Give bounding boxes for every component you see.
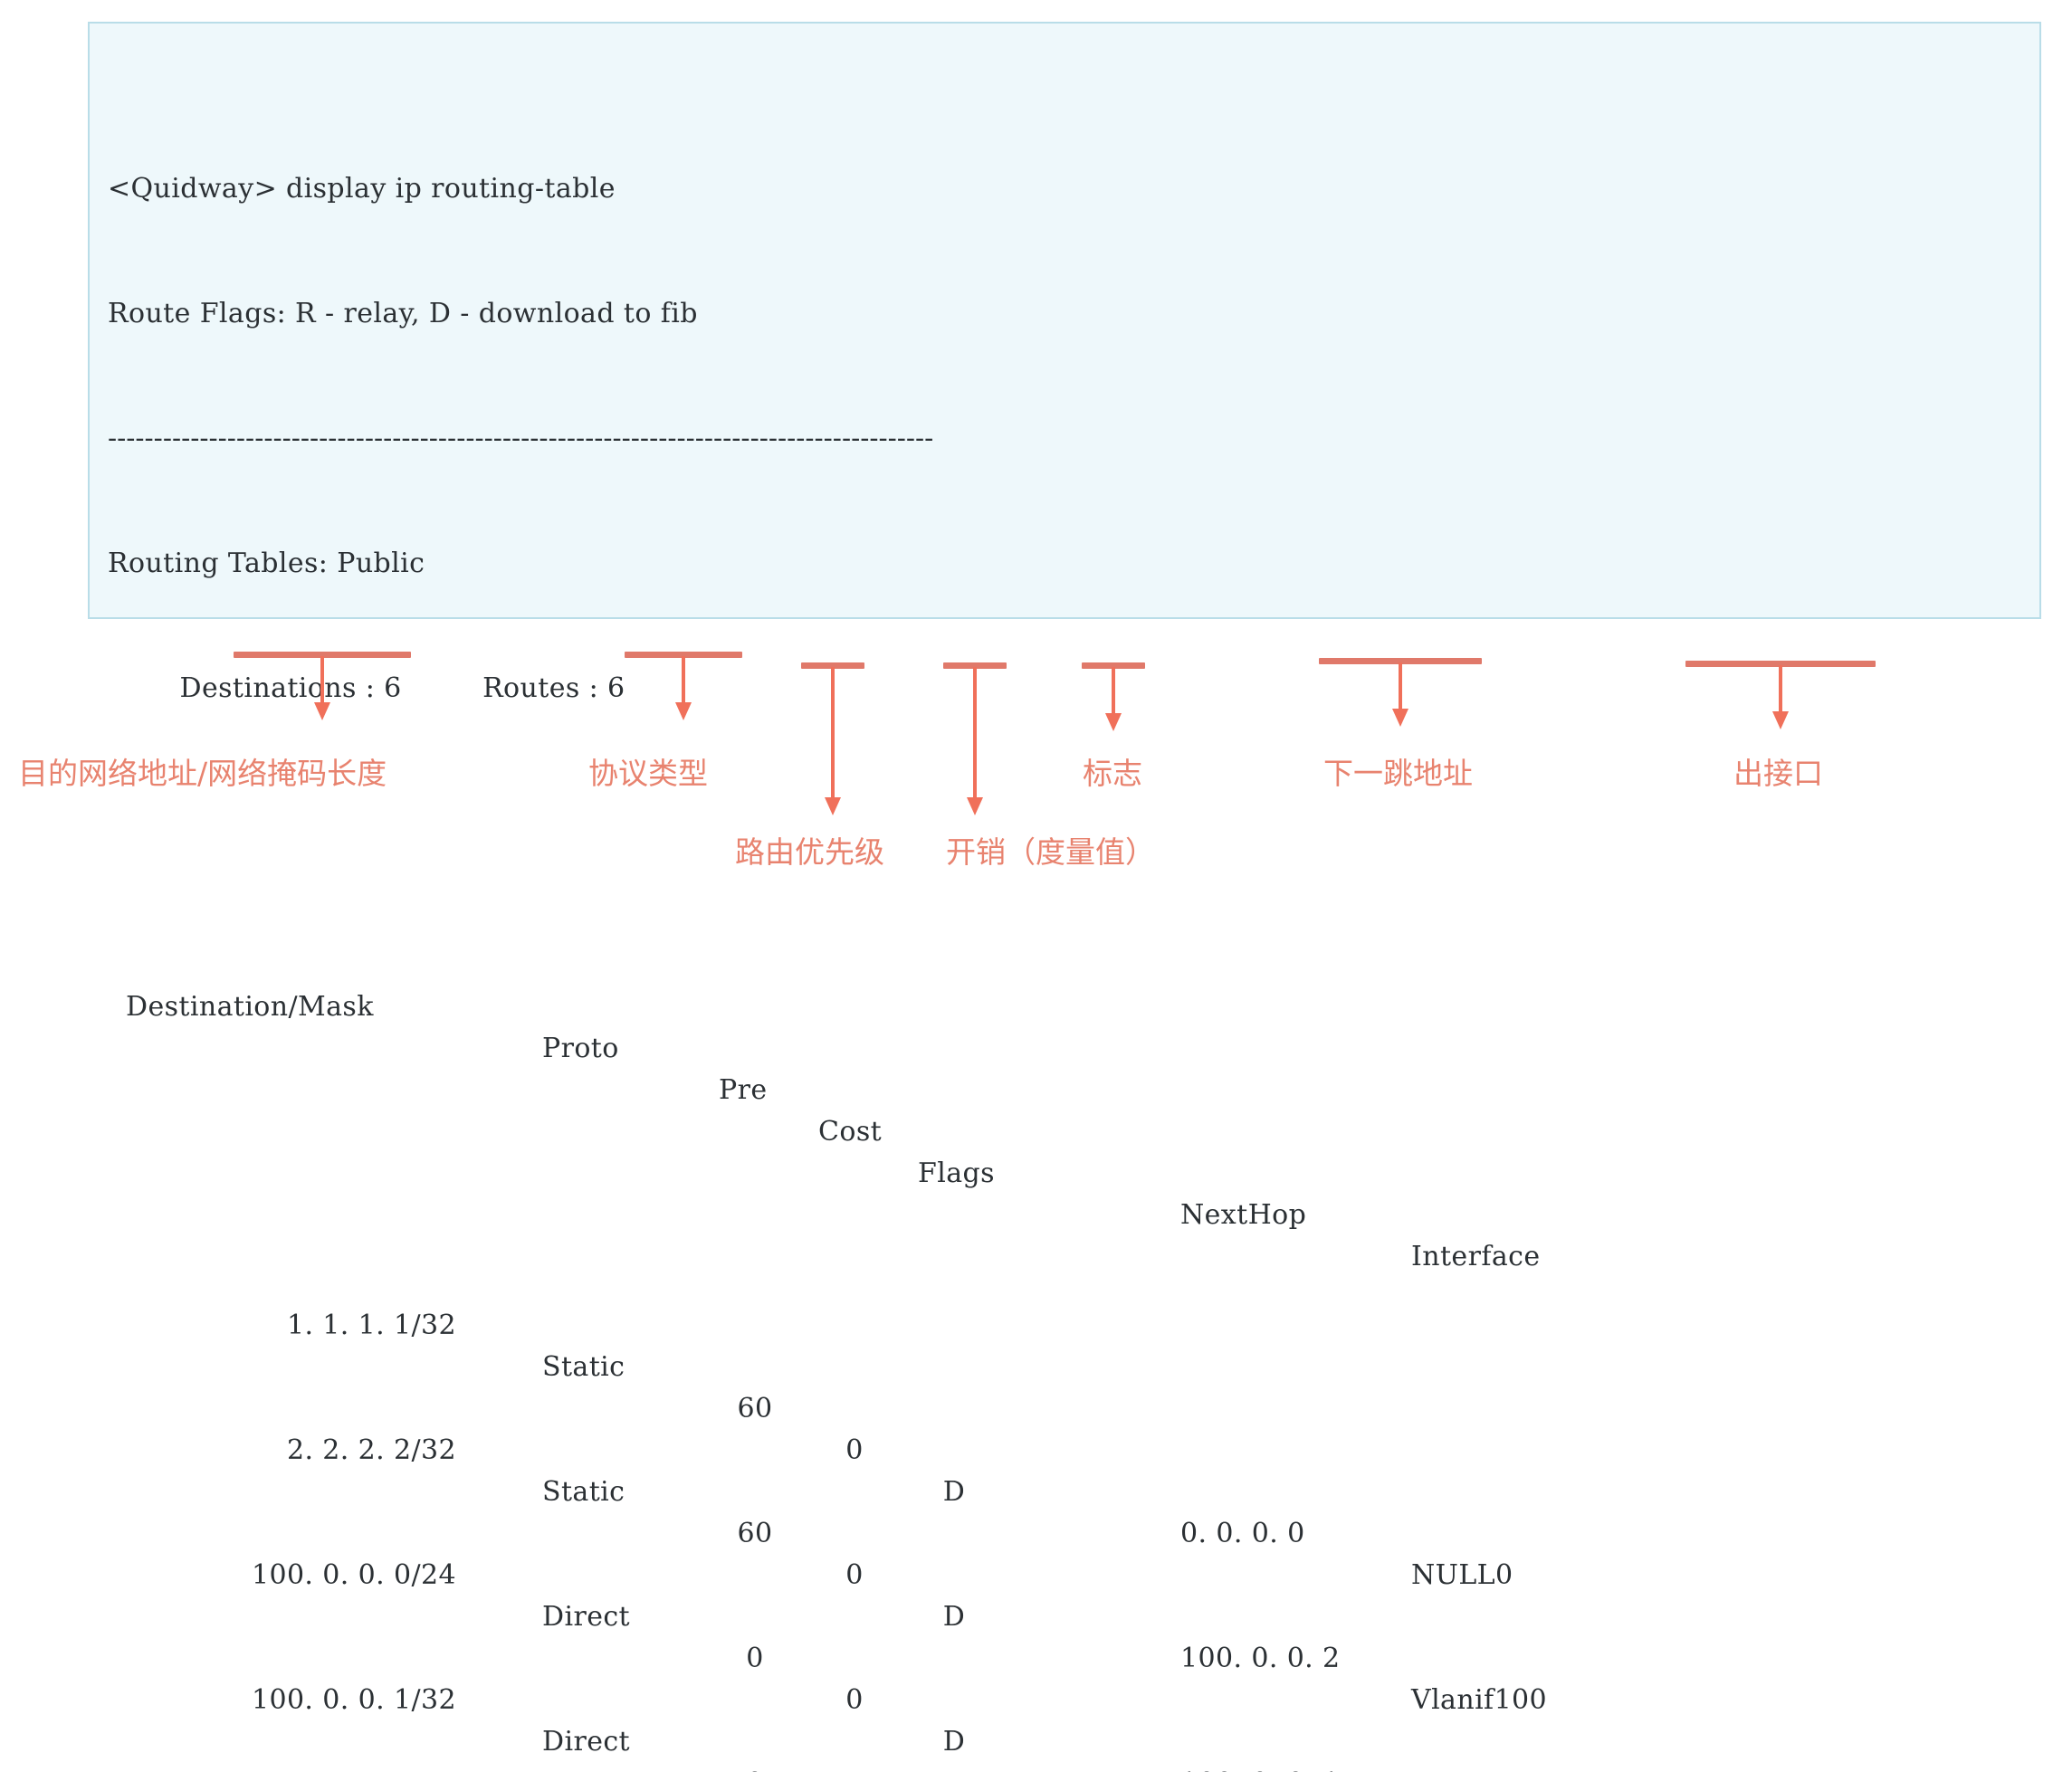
cell-destination: 100. 0. 0. 1/32 (251, 1684, 456, 1716)
cell-proto: Static (542, 1476, 625, 1508)
column-header-nexthop: NextHop (1180, 1199, 1307, 1231)
cell-cost: 0 (845, 1559, 864, 1591)
cell-proto: Direct (542, 1601, 630, 1633)
table-row: 1. 1. 1. 1/32 Static 60 0 D 0. 0. 0. 0 N… (108, 1263, 2030, 1591)
table-row: 2. 2. 2. 2/32 Static 60 0 D 100. 0. 0. 2… (108, 1388, 2030, 1716)
cell-flags: D (942, 1476, 966, 1508)
bracket-bar (234, 652, 411, 658)
bracket-bar (1319, 658, 1482, 664)
cell-proto: Direct (542, 1726, 630, 1758)
arrow-head-icon (1105, 713, 1122, 731)
arrow-head-icon (1392, 709, 1408, 727)
terminal-counts-line: Destinations : 6 Routes : 6 (108, 672, 625, 704)
annotation-label-destination: 目的网络地址/网络掩码长度 (18, 756, 387, 791)
table-row: 100. 0. 0. 0/24 Direct 0 0 D 100. 0. 0. … (108, 1513, 2030, 1772)
annotation-label-proto: 协议类型 (588, 756, 708, 791)
annotation-label-interface: 出接口 (1733, 756, 1823, 791)
bracket-stem (1112, 667, 1115, 715)
column-header-flags: Flags (918, 1158, 995, 1189)
terminal-spacer-2 (108, 1111, 2030, 1138)
arrow-head-icon (967, 797, 983, 815)
annotation-label-flags: 标志 (1083, 756, 1142, 791)
bracket-bar (943, 662, 1007, 669)
annotation-label-cost: 开销（度量值） (946, 834, 1155, 870)
bracket-stem (1779, 665, 1782, 713)
bracket-stem (682, 656, 685, 704)
column-header-cost: Cost (818, 1116, 883, 1148)
annotation-layer: 目的网络地址/网络掩码长度 协议类型 路由优先级 开销（度量值） 标志 下一跳地… (18, 652, 1876, 870)
column-header-pre: Pre (719, 1074, 768, 1106)
terminal-prompt-line: <Quidway> display ip routing-table (108, 173, 616, 205)
column-header-proto: Proto (542, 1033, 619, 1064)
bracket-stem (973, 667, 977, 799)
bracket-bar (1685, 661, 1876, 667)
cell-destination: 2. 2. 2. 2/32 (286, 1434, 456, 1466)
bracket-bar (625, 652, 742, 658)
terminal-separator-line: ----------------------------------------… (108, 423, 934, 454)
arrow-head-icon (675, 702, 692, 720)
cell-proto: Static (542, 1351, 625, 1383)
bracket-stem (831, 667, 835, 799)
table-row: 100. 0. 0. 1/32 Direct 0 0 D 127. 0. 0. … (108, 1638, 2030, 1772)
cell-destination: 100. 0. 0. 0/24 (251, 1559, 456, 1591)
bracket-stem (1399, 662, 1402, 710)
cell-cost: 0 (845, 1434, 864, 1466)
cell-interface: NULL0 (1411, 1559, 1513, 1591)
column-header-destination: Destination/Mask (126, 991, 374, 1023)
routing-table-header-row: Destination/Mask Proto Pre Cost Flags Ne… (108, 945, 2030, 1272)
annotation-label-pre: 路由优先级 (735, 834, 884, 870)
arrow-head-icon (1772, 711, 1789, 729)
bracket-stem (320, 656, 324, 704)
cell-interface: Vlanif100 (1411, 1684, 1548, 1716)
arrow-head-icon (825, 797, 841, 815)
terminal-routing-tables-line: Routing Tables: Public (108, 548, 425, 579)
arrow-head-icon (314, 702, 330, 720)
bracket-bar (1082, 662, 1145, 669)
bracket-bar (801, 662, 864, 669)
cell-cost: 0 (845, 1684, 864, 1716)
table-row: 127. 0. 0. 0/8 Direct 0 0 D 127. 0. 0. 1… (108, 1763, 2030, 1772)
cell-destination: 1. 1. 1. 1/32 (286, 1310, 456, 1341)
cell-flags: D (942, 1726, 966, 1758)
annotation-label-nexthop: 下一跳地址 (1323, 756, 1473, 791)
terminal-route-flags-line: Route Flags: R - relay, D - download to … (108, 298, 698, 329)
cell-flags: D (942, 1601, 966, 1633)
